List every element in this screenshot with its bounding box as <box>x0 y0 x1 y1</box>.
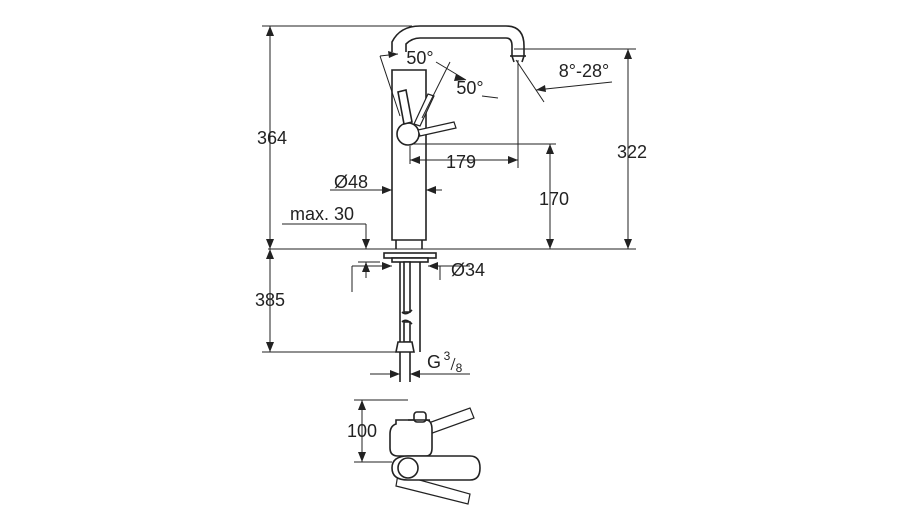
dimension-lever-height: 170 <box>412 143 569 249</box>
dimension-total-height-label: 364 <box>257 128 287 148</box>
dimension-under-deck-label: 385 <box>255 290 285 310</box>
spout-angle-label: 8°-28° <box>559 61 609 81</box>
dimension-lever-height-label: 170 <box>539 189 569 209</box>
lever-angle-left-label: 50° <box>406 48 433 68</box>
lever-angle-right: 50° <box>421 61 499 119</box>
dimension-connection-label: G <box>427 352 441 372</box>
dimension-under-deck: 385 <box>255 249 400 353</box>
dimension-body-diameter: Ø48 <box>330 172 442 194</box>
dimension-spout-height: 322 <box>514 48 647 249</box>
dimension-spout-reach-label: 179 <box>446 152 476 172</box>
dimension-hole-diameter-label: Ø34 <box>451 260 485 280</box>
dimension-body-diameter-label: Ø48 <box>334 172 368 192</box>
dimension-hole-diameter: Ø34 <box>351 260 485 292</box>
faucet-body <box>391 25 526 249</box>
spout-angle: 8°-28° <box>515 59 613 103</box>
dimension-connection-sup: 3 <box>444 349 451 363</box>
dimension-connection: G 3 8 <box>370 349 470 378</box>
dimension-top-depth-label: 100 <box>347 421 377 441</box>
dimension-connection-sub: 8 <box>456 361 463 375</box>
lever-angle-left: 50° <box>379 48 434 117</box>
top-view <box>389 407 481 505</box>
dimension-spout-reach: 179 <box>409 60 519 172</box>
dimension-total-height: 364 <box>257 25 412 249</box>
dimension-max-deck: max. 30 <box>282 204 380 278</box>
dimension-top-depth: 100 <box>347 399 408 463</box>
dimension-spout-height-label: 322 <box>617 142 647 162</box>
dimension-max-deck-label: max. 30 <box>290 204 354 224</box>
lever-angle-right-label: 50° <box>456 78 483 98</box>
mounting-assembly <box>383 252 437 382</box>
